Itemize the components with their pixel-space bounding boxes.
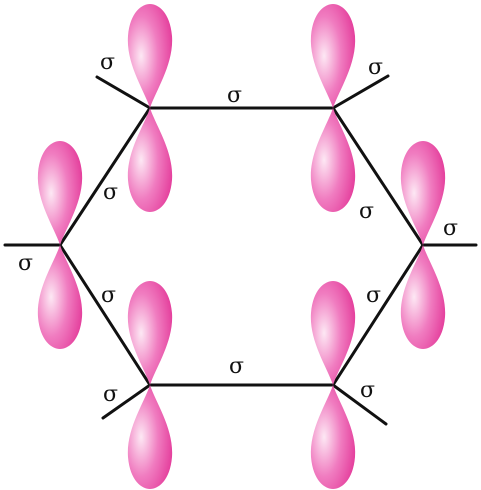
sigma-label-top-bond: σ	[227, 83, 242, 108]
p-orbital-c4	[310, 281, 356, 489]
p-orbital-upper-lobe	[400, 141, 446, 245]
sigma-label-ch-top-right: σ	[368, 55, 383, 80]
ring-bonds	[58, 106, 425, 387]
ch-bonds	[3, 74, 478, 426]
sigma-label-lower-left-bond: σ	[101, 283, 116, 308]
sigma-label-upper-right-bond: σ	[359, 199, 374, 224]
p-orbital-lower-lobe	[127, 385, 173, 489]
p-orbital-lower-lobe	[400, 245, 446, 349]
sigma-label-ch-bottom-left: σ	[103, 382, 118, 407]
p-orbital-c2	[310, 4, 356, 212]
sigma-label-lower-right-bond: σ	[366, 283, 381, 308]
p-orbital-upper-lobe	[310, 281, 356, 385]
p-orbital-upper-lobe	[37, 141, 83, 245]
p-orbital-c1	[127, 4, 173, 212]
p-orbital-lower-lobe	[37, 245, 83, 349]
p-orbital-c3	[400, 141, 446, 349]
p-orbital-lower-lobe	[310, 108, 356, 212]
p-orbital-upper-lobe	[127, 4, 173, 108]
sigma-label-ch-top-left: σ	[100, 50, 115, 75]
sigma-labels: σ σ σ σ σ σ σ σ σ σ σ σ	[18, 50, 458, 407]
p-orbital-lower-lobe	[127, 108, 173, 212]
p-orbital-c6	[37, 141, 83, 349]
sigma-label-bottom-bond: σ	[229, 354, 244, 379]
ch-bond-top-right	[331, 74, 390, 110]
p-orbital-c5	[127, 281, 173, 489]
cc-bond-upper-left	[58, 106, 152, 247]
p-orbital-upper-lobe	[310, 4, 356, 108]
ch-bond-bottom-left	[101, 383, 152, 420]
sigma-label-ch-bottom-right: σ	[360, 378, 375, 403]
p-orbital-lower-lobe	[310, 385, 356, 489]
cc-bond-upper-right	[331, 106, 425, 247]
sigma-label-ch-left: σ	[18, 251, 33, 276]
cc-bond-lower-right	[331, 243, 425, 387]
sigma-label-ch-right: σ	[443, 216, 458, 241]
sigma-label-upper-left-bond: σ	[103, 180, 118, 205]
cc-bond-lower-left	[58, 243, 152, 387]
ch-bond-bottom-right	[331, 383, 388, 426]
p-orbital-upper-lobe	[127, 281, 173, 385]
ch-bond-top-left	[95, 75, 152, 110]
